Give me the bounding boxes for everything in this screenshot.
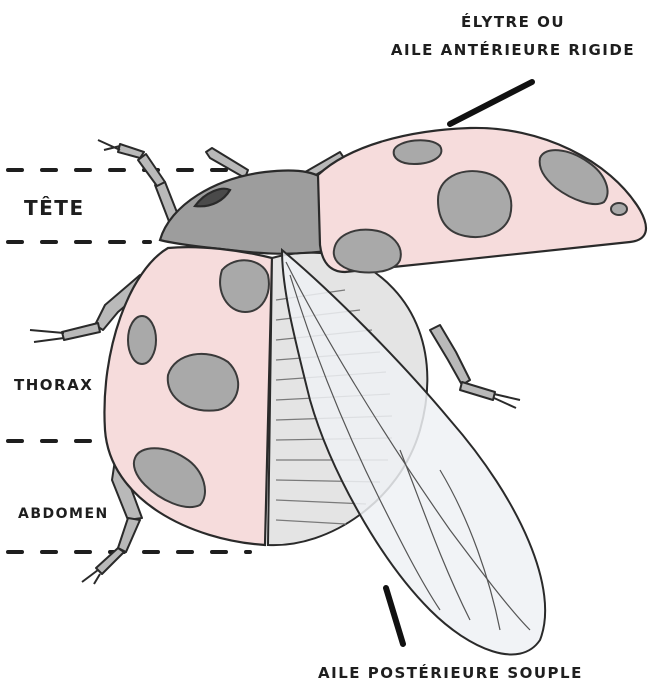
spot xyxy=(128,316,156,364)
elytra-pointer xyxy=(450,82,532,124)
elytra-label-line1: ÉLYTRE OU xyxy=(384,8,642,36)
pronotum xyxy=(160,171,335,254)
elytra-label-line2: AILE ANTÉRIEURE RIGIDE xyxy=(384,36,642,64)
spot xyxy=(220,260,269,312)
spot xyxy=(334,230,401,273)
head-thorax xyxy=(160,171,335,254)
abdomen-label: ABDOMEN xyxy=(18,506,109,522)
spot xyxy=(394,140,442,164)
spot xyxy=(438,171,511,237)
antenna-left xyxy=(206,148,248,178)
right-elytron xyxy=(318,128,646,273)
head-label: TÊTE xyxy=(24,196,85,220)
spot xyxy=(611,203,627,215)
elytra-label: ÉLYTRE OU AILE ANTÉRIEURE RIGIDE xyxy=(384,8,642,64)
hind-wing-label: AILE POSTÉRIEURE SOUPLE xyxy=(318,664,583,682)
hindwing-pointer xyxy=(386,588,403,644)
thorax-label: THORAX xyxy=(14,376,93,394)
right-middle-leg xyxy=(430,325,470,385)
